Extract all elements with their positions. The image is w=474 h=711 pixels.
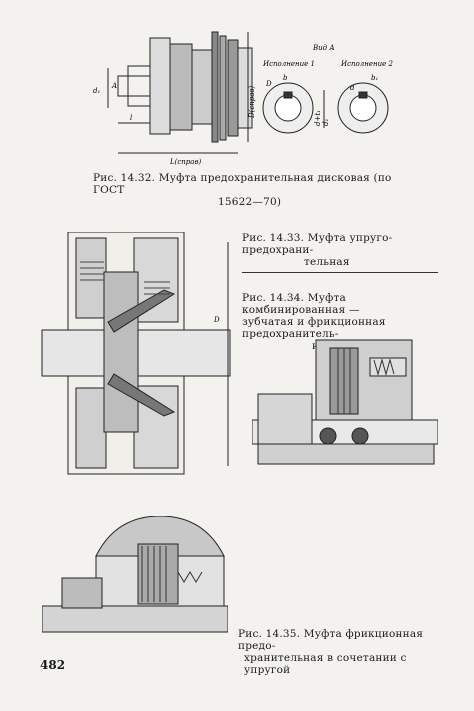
figure-14-35-drawing [42, 516, 228, 633]
dim-D-14-33: D [213, 316, 220, 324]
version1-label: Исполнение 1 [262, 60, 315, 68]
dim-L: L(справ) [169, 158, 202, 166]
caption-14-32-line1: Рис. 14.32. Муфта предохранительная диск… [93, 172, 392, 196]
dim-D: D(справ) [248, 85, 256, 119]
page-number: 482 [40, 658, 66, 672]
figure-14-32-drawing: Вид А Исполнение 1 Исполнение 2 d₁ A l L… [93, 31, 393, 166]
version2-label: Исполнение 2 [340, 60, 393, 68]
dim-d1: d₁ [93, 87, 100, 95]
dim-a: A [111, 82, 117, 90]
caption-14-34-line2: зубчатая и фрикционная предохранитель- [242, 316, 386, 340]
dim-b1: b₁ [371, 74, 378, 82]
dim-l: l [130, 114, 132, 122]
caption-14-35-line1: Рис. 14.35. Муфта фрикционная предо- [238, 628, 424, 652]
caption-14-35: Рис. 14.35. Муфта фрикционная предо- хра… [238, 628, 438, 676]
dim-d1-b: d₁ [322, 119, 330, 126]
caption-14-34-line1: Рис. 14.34. Муфта комбинированная — [242, 292, 360, 316]
caption-14-32: Рис. 14.32. Муфта предохранительная диск… [93, 172, 393, 208]
caption-14-33-line1: Рис. 14.33. Муфта упруго-предохрани- [242, 232, 393, 256]
caption-14-33-line2: тельная [304, 256, 350, 268]
figure-14-34-drawing [252, 339, 438, 465]
caption-14-32-line2: 15622—70) [218, 196, 282, 208]
view-label: Вид А [312, 44, 335, 52]
dim-b: b [283, 74, 288, 82]
separator-rule [242, 272, 438, 273]
dim-D-small: D [265, 80, 272, 88]
caption-14-35-line2: хранительная в сочетании с упругой [244, 652, 407, 676]
figure-14-33-drawing: D [41, 232, 231, 475]
dim-d-t1: d+t₁ [314, 110, 322, 126]
caption-14-33: Рис. 14.33. Муфта упруго-предохрани- тел… [242, 232, 442, 268]
dim-d: d [350, 84, 355, 92]
